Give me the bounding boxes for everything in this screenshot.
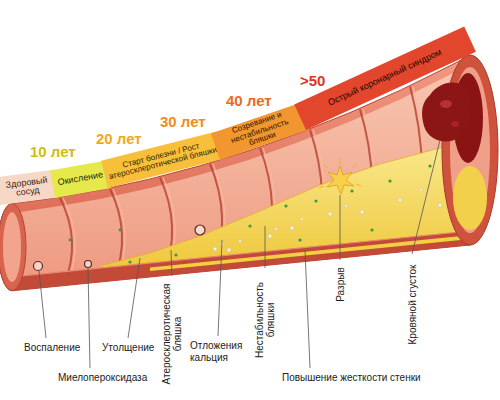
calcium-dot	[213, 247, 217, 251]
leader-line	[218, 240, 222, 336]
artery-lumen	[20, 66, 468, 276]
cell-dot	[298, 238, 301, 241]
cell-dot	[248, 224, 251, 227]
callout-label: Кровяной сгусток	[407, 258, 418, 350]
artery-cut-wall	[12, 231, 470, 291]
age-label: 40 лет	[226, 92, 272, 109]
cell-dot	[119, 229, 122, 232]
calcium-deposits	[213, 189, 442, 253]
zoom-markers	[34, 225, 206, 271]
rupture-rays	[319, 158, 361, 188]
calcium-dot	[268, 234, 272, 238]
calcium-dot	[290, 226, 294, 230]
callout-label: Воспаление	[24, 342, 80, 354]
cell-dot	[69, 239, 72, 242]
age-label: >50	[300, 72, 325, 89]
cell-dot	[388, 179, 391, 182]
opening-lumen	[3, 212, 21, 282]
callout-label: Отложения кальция	[190, 340, 248, 363]
opening-rim	[0, 204, 26, 291]
artery-outer-wall	[0, 55, 496, 290]
callout-label: Нестабильность бляшки	[254, 272, 276, 368]
callout-label: Утолщение	[102, 342, 154, 354]
clot-highlight	[440, 100, 452, 108]
section-plaque	[453, 166, 487, 230]
calcium-dot	[420, 189, 423, 192]
cell-dot	[284, 204, 287, 207]
zoom-marker	[85, 261, 92, 268]
calcium-dot	[275, 228, 278, 231]
calcium-dot	[227, 248, 231, 252]
leader-line	[128, 258, 140, 338]
callout-label: Повышение жесткости стенки	[282, 372, 421, 384]
clot-highlight	[451, 121, 459, 127]
leader-line	[88, 268, 90, 368]
rupture	[319, 158, 361, 194]
cell-dot	[350, 189, 353, 192]
cell-dot	[314, 199, 317, 202]
blood-clot	[422, 83, 471, 142]
leader-line	[305, 250, 310, 368]
callout-label: Разрыв	[335, 264, 346, 304]
leader-lines	[39, 140, 440, 368]
leader-line	[171, 250, 172, 276]
calcium-dot	[438, 203, 442, 207]
zoom-marker	[34, 262, 43, 271]
cell-dot	[370, 228, 373, 231]
zoom-marker	[195, 225, 205, 235]
age-label: 30 лет	[160, 113, 206, 130]
leader-line	[39, 271, 46, 338]
calcium-dot	[301, 218, 304, 221]
vessel-opening	[0, 204, 26, 291]
age-label: 10 лет	[30, 143, 76, 160]
stage-text: Окисление	[57, 170, 104, 187]
leader-line	[412, 140, 440, 254]
rupture-burst	[327, 166, 354, 194]
leader-line	[340, 195, 341, 260]
callout-label: Миелопероксидаза	[58, 372, 147, 384]
cell-dot	[128, 260, 131, 263]
age-label: 20 лет	[96, 130, 142, 147]
callout-label: Атеросклеротическая бляшка	[161, 280, 183, 388]
calcium-dot	[328, 212, 332, 216]
calcium-dot	[345, 205, 348, 208]
calcium-dot	[398, 198, 402, 202]
clot-blob	[422, 83, 471, 142]
cut-wall-edge	[12, 231, 470, 277]
leader-line	[265, 226, 266, 268]
stage-text: Здоровый сосуд	[0, 174, 55, 200]
calcium-dot	[239, 240, 242, 243]
calcium-dot	[360, 210, 364, 214]
cell-dot	[174, 253, 177, 256]
plaque-layer-in-wall	[150, 236, 466, 272]
cell-dot	[428, 164, 431, 167]
